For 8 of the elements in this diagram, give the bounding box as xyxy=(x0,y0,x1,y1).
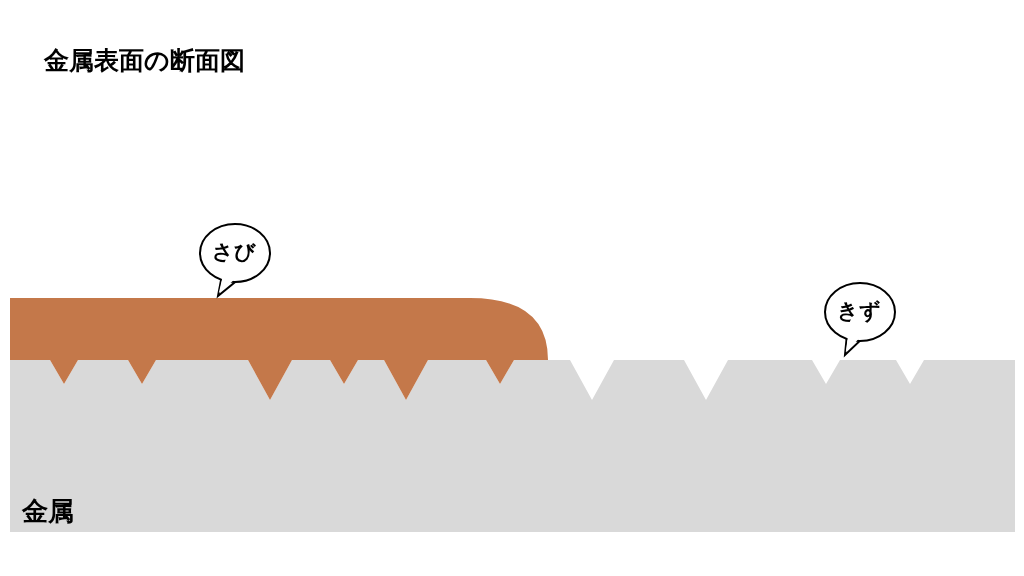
speech-bubble xyxy=(199,223,271,298)
bubble-text: さび xyxy=(212,239,256,266)
metal-cross-section xyxy=(10,360,1015,532)
rust-layer xyxy=(10,298,548,400)
material-label: 金属 xyxy=(22,495,74,528)
bubble-text: きず xyxy=(837,298,881,325)
diagram-title: 金属表面の断面図 xyxy=(44,45,245,77)
speech-bubble xyxy=(824,282,896,357)
